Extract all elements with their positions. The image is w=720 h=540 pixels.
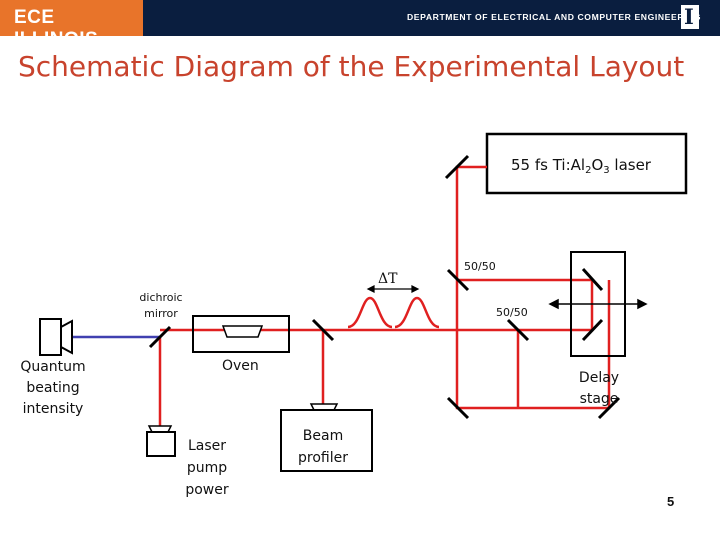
- delay-stage-arrow: [548, 298, 648, 310]
- quantum-beating-label: Quantum beating intensity: [20, 359, 86, 417]
- mirror-bottom-left: [446, 396, 470, 420]
- delay-mirror-bottom: [581, 318, 604, 342]
- dichroic-mirror-label: dichroic mirror: [139, 291, 183, 320]
- beam-splitter-top: [446, 268, 470, 292]
- oven-label: Oven: [222, 358, 259, 374]
- dichroic-mirror: [148, 325, 172, 349]
- laser-box: [485, 132, 688, 195]
- delta-t-label: ΔT: [378, 271, 398, 287]
- detector-body: [39, 318, 62, 356]
- quantum-beating-detector-icon: [39, 318, 73, 356]
- page-number: 5: [667, 494, 675, 509]
- department-name: DEPARTMENT OF ELECTRICAL AND COMPUTER EN…: [407, 12, 702, 22]
- beam-profiler-label: Beam profiler: [298, 428, 348, 466]
- ece-illinois-logo[interactable]: ECE ILLINOIS: [0, 0, 143, 50]
- delay-mirror-top: [581, 267, 604, 292]
- splitter-bottom-label: 50/50: [496, 306, 528, 319]
- beam-splitter-bottom: [506, 318, 530, 342]
- oven-box: [192, 315, 290, 353]
- slide-title: Schematic Diagram of the Experimental La…: [18, 50, 685, 83]
- pump-detector-body: [146, 431, 176, 457]
- header-banner: ECE ILLINOIS DEPARTMENT OF ELECTRICAL AN…: [0, 0, 720, 50]
- laser-pump-power-label: Laser pump power: [185, 438, 229, 498]
- delta-t-left-head: [366, 285, 375, 293]
- laser-label: 55 fs Ti:Al2O3 laser: [511, 156, 651, 176]
- beam-profiler-icon: [280, 403, 373, 472]
- detector-lens: [60, 319, 73, 355]
- delay-stage-label: Delay stage: [578, 370, 620, 407]
- mirror-bottom-right: [597, 396, 621, 420]
- delay-arrow-left-head: [548, 298, 559, 310]
- laser-beam-paths: [158, 165, 611, 426]
- delta-t-arrow: [366, 285, 420, 293]
- optical-mirrors: [148, 154, 621, 420]
- pulse-two: [394, 296, 440, 329]
- splitter-top-label: 50/50: [464, 260, 496, 273]
- beam-profiler-box: [280, 409, 373, 472]
- beam-delay-loop-outer: [455, 280, 611, 410]
- delay-arrow-right-head: [637, 298, 648, 310]
- mirror-laser-turn: [444, 154, 470, 180]
- pulse-pair: [347, 296, 440, 329]
- vapor-cell: [221, 325, 264, 338]
- logo-text: ECE ILLINOIS: [14, 7, 99, 50]
- delta-t-right-head: [411, 285, 420, 293]
- laser-pump-power-detector-icon: [146, 425, 176, 457]
- pulse-one: [347, 296, 393, 329]
- illinois-block-i-icon: I: [681, 5, 699, 29]
- mirror-profiler: [311, 318, 335, 342]
